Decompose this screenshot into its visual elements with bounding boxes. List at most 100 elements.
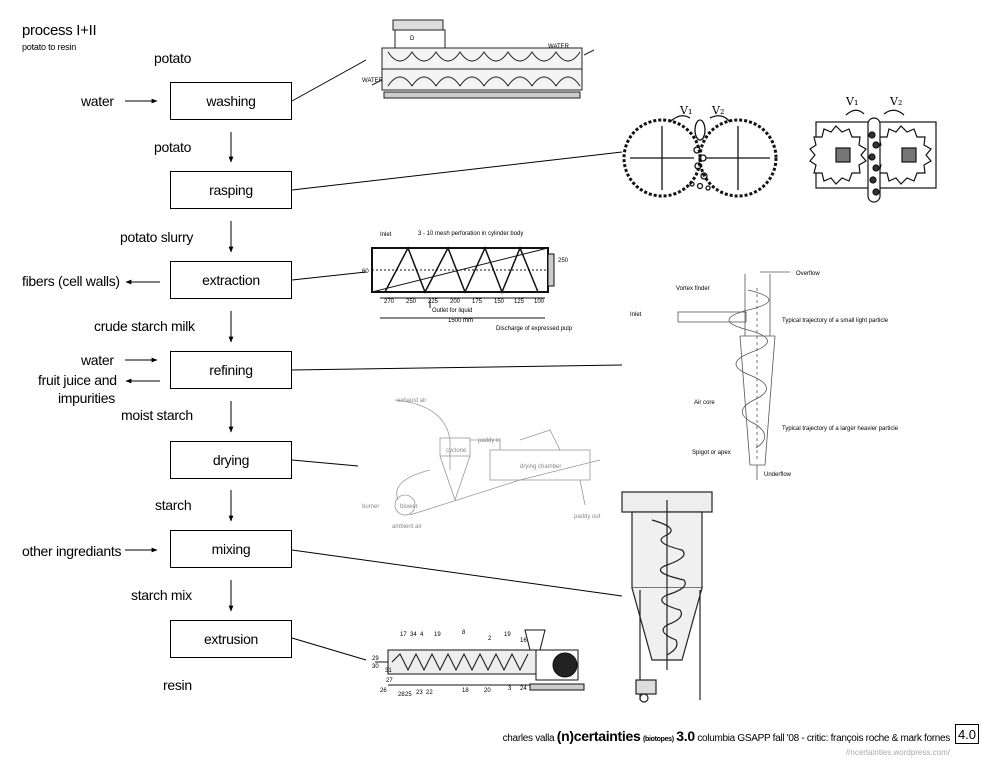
rasper-label: V₂ [711, 104, 724, 117]
cyclone-label: Inlet [630, 312, 642, 318]
extractor-tick: 200 [450, 299, 461, 305]
connector-line-extrusion [291, 637, 367, 661]
cyclone-label: Spigot or apex [692, 450, 731, 456]
extractor-label: Outlet for liquid [432, 308, 472, 314]
footer-tag: (biotopes) [642, 736, 674, 743]
extruder-number: 30 [372, 664, 379, 670]
dryer-label: paddy in [478, 438, 501, 444]
extractor-label: 60 [362, 269, 369, 275]
extruder-illustration [375, 629, 585, 691]
footer-author: charles valla [502, 733, 555, 744]
output-label-juice: fruit juice and [38, 372, 117, 388]
extruder-number: 16 [520, 638, 527, 644]
extractor-label: 3 - 10 mesh perforation in cylinder body [418, 231, 523, 237]
extractor-label: 1500 mm [448, 318, 473, 324]
dryer-label: ambient air [392, 524, 422, 530]
process-box-mixing: mixing [170, 530, 292, 568]
rasper-illustration-2 [809, 109, 937, 203]
extractor-label: 250 [558, 258, 569, 264]
dryer-label: drying chamber [520, 464, 561, 470]
process-box-rasping: rasping [170, 171, 292, 209]
extruder-number: 3 [508, 686, 512, 692]
connector-line-rasping [291, 151, 623, 191]
product-label: crude starch milk [94, 318, 195, 334]
dryer-illustration [394, 399, 601, 516]
washer-illustration [371, 19, 595, 99]
extractor-tick: 270 [384, 299, 395, 305]
rasper-label: V₁ [845, 95, 858, 108]
rasper-label: V₂ [889, 95, 902, 108]
cyclone-label: Typical trajectory of a larger heavier p… [782, 426, 899, 432]
footer-credits: charles valla (n)certainties (biotopes) … [502, 728, 951, 744]
washer-label: D [410, 36, 415, 42]
rasper-illustration-1 [622, 115, 778, 198]
extractor-tick: 225 [428, 299, 439, 305]
footer-course: columbia GSAPP fall '08 - critic: franço… [697, 733, 950, 744]
extruder-number: 8 [462, 630, 466, 636]
extruder-number: 2 [488, 636, 492, 642]
product-label: potato slurry [120, 229, 194, 245]
product-label: starch [155, 497, 192, 513]
hydrocyclone-illustration [677, 271, 790, 480]
process-box-washing: washing [170, 82, 292, 120]
footer-version: 3.0 [676, 728, 695, 744]
washer-label: WATER [362, 78, 384, 84]
extruder-number: 34 [410, 632, 417, 638]
extruder-number: 18 [462, 688, 469, 694]
extractor-tick: 150 [494, 299, 505, 305]
extruder-number: 26 [380, 688, 387, 694]
product-label: potato [154, 139, 192, 155]
dryer-label: burner [362, 504, 379, 510]
connector-lines [291, 59, 623, 661]
input-label-water: water [81, 93, 114, 109]
product-label: resin [163, 677, 192, 693]
output-label-fibers: fibers (cell walls) [22, 273, 120, 289]
process-box-extrusion: extrusion [170, 620, 292, 658]
extractor-label: Discharge of expressed pulp [496, 326, 573, 332]
output-label-impurities: impurities [58, 390, 115, 406]
page-subtitle: potato to resin [22, 42, 77, 52]
product-label: potato [154, 50, 192, 66]
product-label: starch mix [131, 587, 192, 603]
extruder-number: 4 [420, 632, 424, 638]
dryer-label: exhaust air [397, 398, 426, 404]
extruder-number: 31 [385, 668, 392, 674]
page-number: 4.0 [955, 724, 979, 744]
process-box-refining: refining [170, 351, 292, 389]
extruder-number: 24 [520, 686, 527, 692]
cyclone-label: Air core [694, 400, 715, 406]
product-label: moist starch [121, 407, 193, 423]
input-label-water: water [81, 352, 114, 368]
extruder-number: 19 [504, 632, 511, 638]
cyclone-label: Overflow [796, 271, 820, 277]
extruder-number: 28 [398, 692, 405, 698]
footer-title: (n)certainties [556, 728, 641, 744]
extruder-number: 17 [400, 632, 407, 638]
connector-line-extraction [291, 271, 367, 281]
dryer-label: cyclone [446, 448, 467, 454]
side-arrows [125, 98, 160, 553]
extractor-illustration [371, 246, 555, 319]
extruder-number: 19 [434, 632, 441, 638]
extruder-number: 27 [386, 678, 393, 684]
dryer-label: blower [400, 504, 418, 510]
connector-line-drying [291, 459, 359, 467]
cyclone-label: Underflow [764, 472, 792, 478]
extruder-number: 22 [426, 690, 433, 696]
connector-line-refining [291, 364, 623, 371]
connector-line-mixing [291, 549, 623, 597]
mixer-illustration [621, 491, 713, 703]
extractor-tick: 100 [534, 299, 545, 305]
connector-line-washing [291, 59, 367, 102]
process-box-drying: drying [170, 441, 292, 479]
rasper-label: V₁ [679, 104, 692, 117]
extruder-number: 20 [484, 688, 491, 694]
extruder-number: 25 [405, 692, 412, 698]
input-label-other-ingredients: other ingrediants [22, 543, 122, 559]
extractor-label: Inlet [380, 232, 392, 238]
extractor-tick: 250 [406, 299, 417, 305]
process-box-extraction: extraction [170, 261, 292, 299]
washer-label: WATER [548, 44, 570, 50]
page-title: process I+II [22, 22, 97, 39]
